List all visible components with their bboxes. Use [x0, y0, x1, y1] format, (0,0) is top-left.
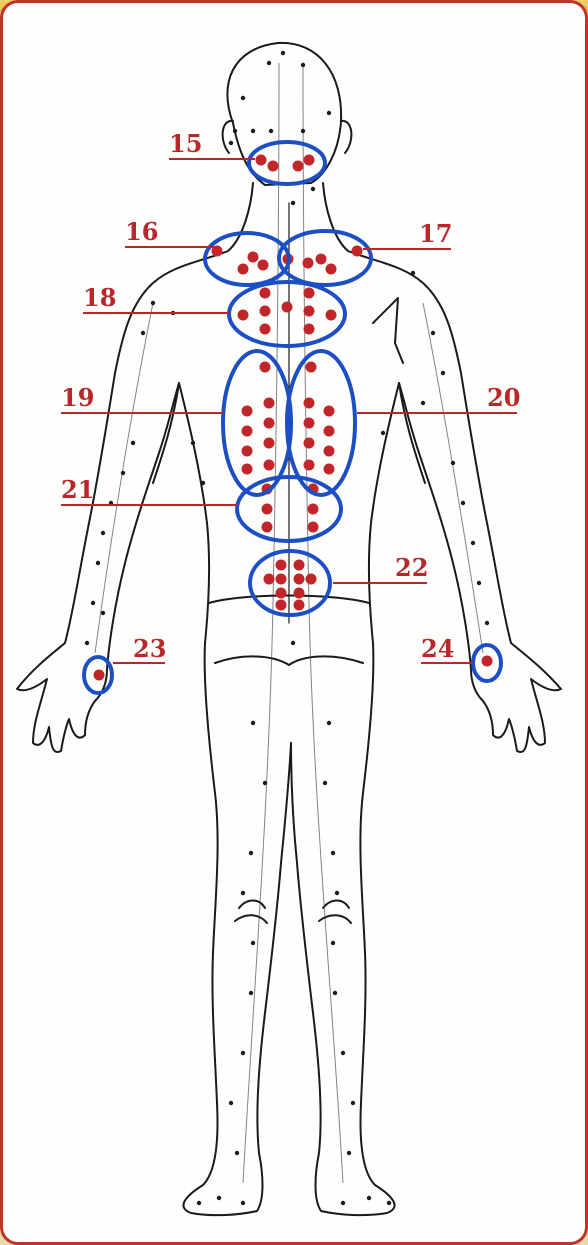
- label-24: 24: [421, 634, 454, 663]
- label-16: 16: [125, 217, 158, 246]
- meridian-back-left: [243, 63, 279, 1183]
- label-22: 22: [395, 553, 428, 582]
- label-17: 17: [419, 219, 452, 248]
- meridian-right-arm: [423, 303, 483, 653]
- label-21: 21: [61, 475, 94, 504]
- label-23: 23: [133, 634, 166, 663]
- right-body-contour: [291, 183, 561, 1215]
- label-18: 18: [83, 283, 116, 312]
- acupoint-body-diagram: 15 16 17 18 19 20 21 22 23 24: [3, 3, 588, 1245]
- right-ear: [341, 121, 351, 153]
- label-20: 20: [487, 383, 520, 412]
- meridian-left-arm: [95, 303, 153, 653]
- zone-16: [205, 233, 289, 285]
- shoulder-blade: [373, 298, 403, 363]
- gluteal-fold: [215, 656, 363, 665]
- left-knee-crease: [235, 901, 267, 924]
- label-19: 19: [61, 383, 94, 412]
- left-ear: [223, 121, 233, 153]
- zone-20: [287, 351, 355, 495]
- zone-22: [250, 551, 330, 615]
- zone-19: [223, 351, 291, 495]
- label-15: 15: [169, 129, 202, 158]
